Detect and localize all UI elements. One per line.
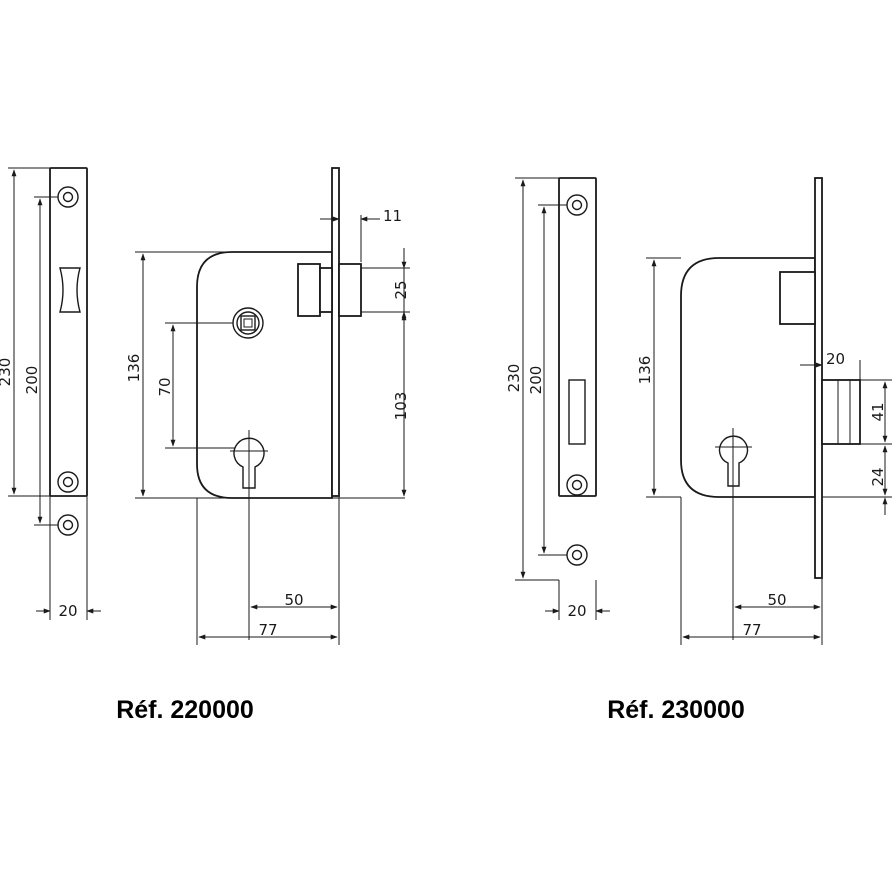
screw-hole-icon <box>57 514 79 536</box>
dim-follower-cylinder-220000: 70 <box>156 377 174 396</box>
dim-backset-230000: 50 <box>767 591 786 609</box>
cylinder-keyhole-icon <box>718 435 749 487</box>
latch-icon <box>779 271 816 325</box>
reference-label-220000: Réf. 220000 <box>116 696 254 724</box>
lock-220000: 230 200 20 <box>0 167 410 724</box>
dim-bolt-height-220000: 25 <box>392 280 410 299</box>
dim-faceplate-height-230000: 230 <box>505 364 523 393</box>
dim-case-height-230000: 136 <box>636 356 654 385</box>
dim-screw-spacing-220000: 200 <box>23 366 41 395</box>
dim-bolt-projection-230000: 20 <box>826 350 845 368</box>
dim-bolt-to-bottom-230000: 24 <box>869 467 887 486</box>
reference-label-230000: Réf. 230000 <box>607 696 745 724</box>
dim-faceplate-height-220000: 230 <box>0 358 14 387</box>
bolt-icon <box>297 263 362 317</box>
dim-case-depth-220000: 77 <box>258 621 277 639</box>
dim-backset-220000: 50 <box>284 591 303 609</box>
dim-screw-spacing-230000: 200 <box>527 366 545 395</box>
front-strip-230000 <box>814 177 823 579</box>
bolt-slot-icon <box>568 379 586 445</box>
front-strip-220000 <box>331 167 340 497</box>
screw-hole-icon <box>57 471 79 493</box>
screw-hole-icon <box>566 544 588 566</box>
dim-case-depth-230000: 77 <box>742 621 761 639</box>
lock-230000: 230 200 20 136 <box>505 177 892 724</box>
dim-faceplate-width-230000: 20 <box>567 602 586 620</box>
dim-case-height-220000: 136 <box>125 354 143 383</box>
dim-bolt-height-230000: 41 <box>869 402 887 421</box>
dim-faceplate-width-220000: 20 <box>58 602 77 620</box>
dim-bolt-to-bottom-220000: 103 <box>392 392 410 421</box>
cylinder-keyhole-icon <box>233 437 265 489</box>
dim-bolt-offset-220000: 11 <box>383 207 402 225</box>
faceplate-220000 <box>49 167 88 536</box>
screw-hole-icon <box>566 474 588 496</box>
follower-icon <box>232 307 264 339</box>
latch-opening-icon <box>59 267 81 313</box>
bolt-icon <box>821 379 861 445</box>
faceplate-230000 <box>558 177 597 566</box>
